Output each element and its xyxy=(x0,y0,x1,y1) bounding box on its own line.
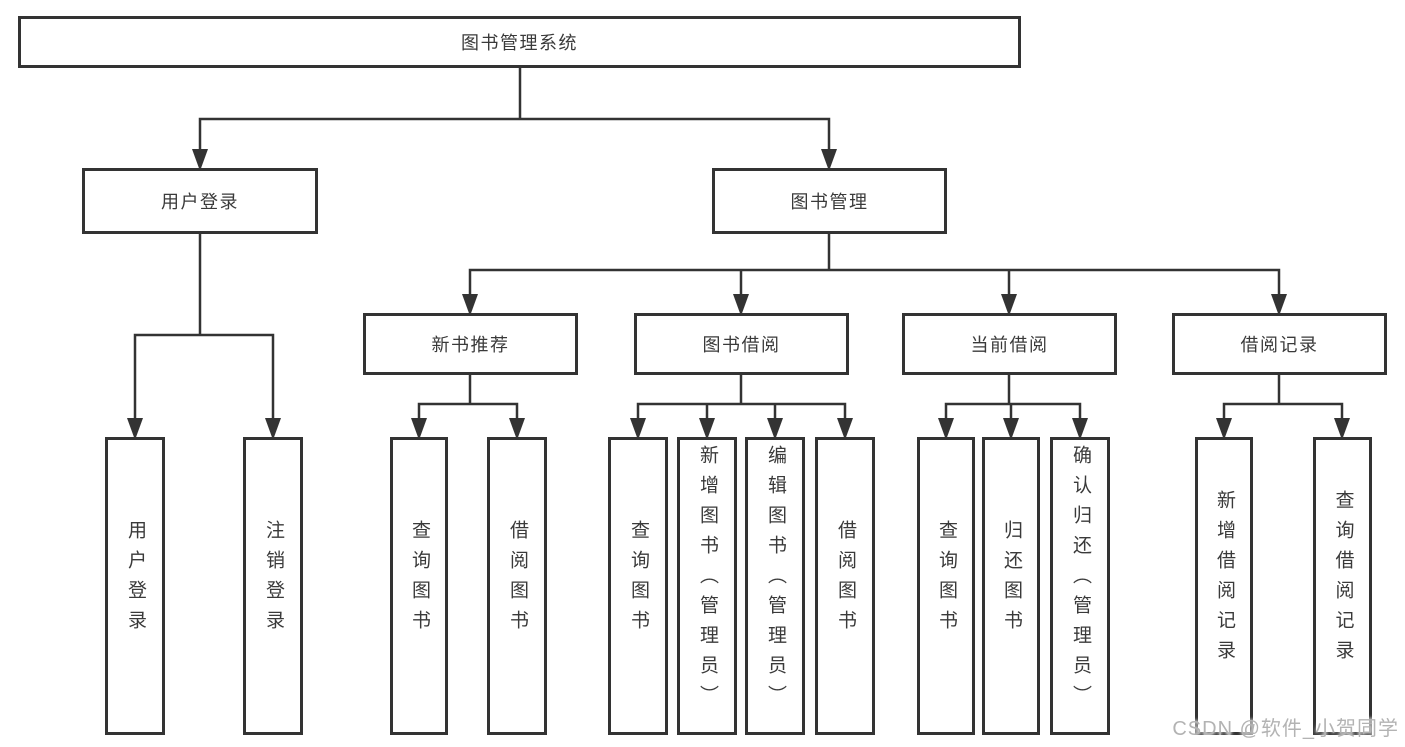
leaf-label: 归还图书 xyxy=(1000,520,1022,640)
leaf-query-borrow-record: 查询借阅记录 xyxy=(1313,437,1372,735)
node-label: 当前借阅 xyxy=(970,335,1049,355)
node-current-borrowing: 当前借阅 xyxy=(902,313,1117,375)
leaf-confirm-return-admin: 确认归还（管理员） xyxy=(1050,437,1110,735)
leaf-edit-books-admin: 编辑图书（管理员） xyxy=(745,437,805,735)
leaf-label: 借阅图书 xyxy=(834,520,856,640)
leaf-label: 新增图书（管理员） xyxy=(696,445,718,715)
node-borrowing-records: 借阅记录 xyxy=(1172,313,1387,375)
node-label: 新书推荐 xyxy=(431,335,510,355)
leaf-query-books-current: 查询图书 xyxy=(917,437,975,735)
leaf-return-books: 归还图书 xyxy=(982,437,1040,735)
node-book-borrowing: 图书借阅 xyxy=(634,313,849,375)
leaf-borrow-books-borrowing: 借阅图书 xyxy=(815,437,875,735)
leaf-label: 注销登录 xyxy=(262,520,284,640)
node-label: 用户登录 xyxy=(161,192,239,212)
leaf-label: 查询图书 xyxy=(627,520,649,640)
node-label: 图书借阅 xyxy=(702,335,781,355)
leaf-add-borrow-record: 新增借阅记录 xyxy=(1195,437,1253,735)
node-label: 图书管理 xyxy=(790,192,869,212)
leaf-add-books-admin: 新增图书（管理员） xyxy=(677,437,737,735)
leaf-label: 查询图书 xyxy=(935,520,957,640)
leaf-label: 借阅图书 xyxy=(506,520,528,640)
csdn-watermark: CSDN @软件_小贺同学 xyxy=(1172,718,1399,740)
leaf-label: 用户登录 xyxy=(124,520,146,640)
leaf-borrow-books-recommend: 借阅图书 xyxy=(487,437,547,735)
leaf-logout: 注销登录 xyxy=(243,437,303,735)
leaf-query-books-borrowing: 查询图书 xyxy=(608,437,668,735)
node-book-management: 图书管理 xyxy=(712,168,947,234)
node-label: 借阅记录 xyxy=(1240,335,1319,355)
node-new-book-recommendation: 新书推荐 xyxy=(363,313,578,375)
node-library-management-system: 图书管理系统 xyxy=(18,16,1021,68)
leaf-label: 新增借阅记录 xyxy=(1213,490,1235,670)
leaf-label: 查询借阅记录 xyxy=(1332,490,1354,670)
node-label: 图书管理系统 xyxy=(461,33,578,53)
leaf-query-books-recommend: 查询图书 xyxy=(390,437,448,735)
node-user-login: 用户登录 xyxy=(82,168,318,234)
leaf-user-login: 用户登录 xyxy=(105,437,165,735)
leaf-label: 查询图书 xyxy=(408,520,430,640)
leaf-label: 编辑图书（管理员） xyxy=(764,445,786,715)
leaf-label: 确认归还（管理员） xyxy=(1069,445,1091,715)
